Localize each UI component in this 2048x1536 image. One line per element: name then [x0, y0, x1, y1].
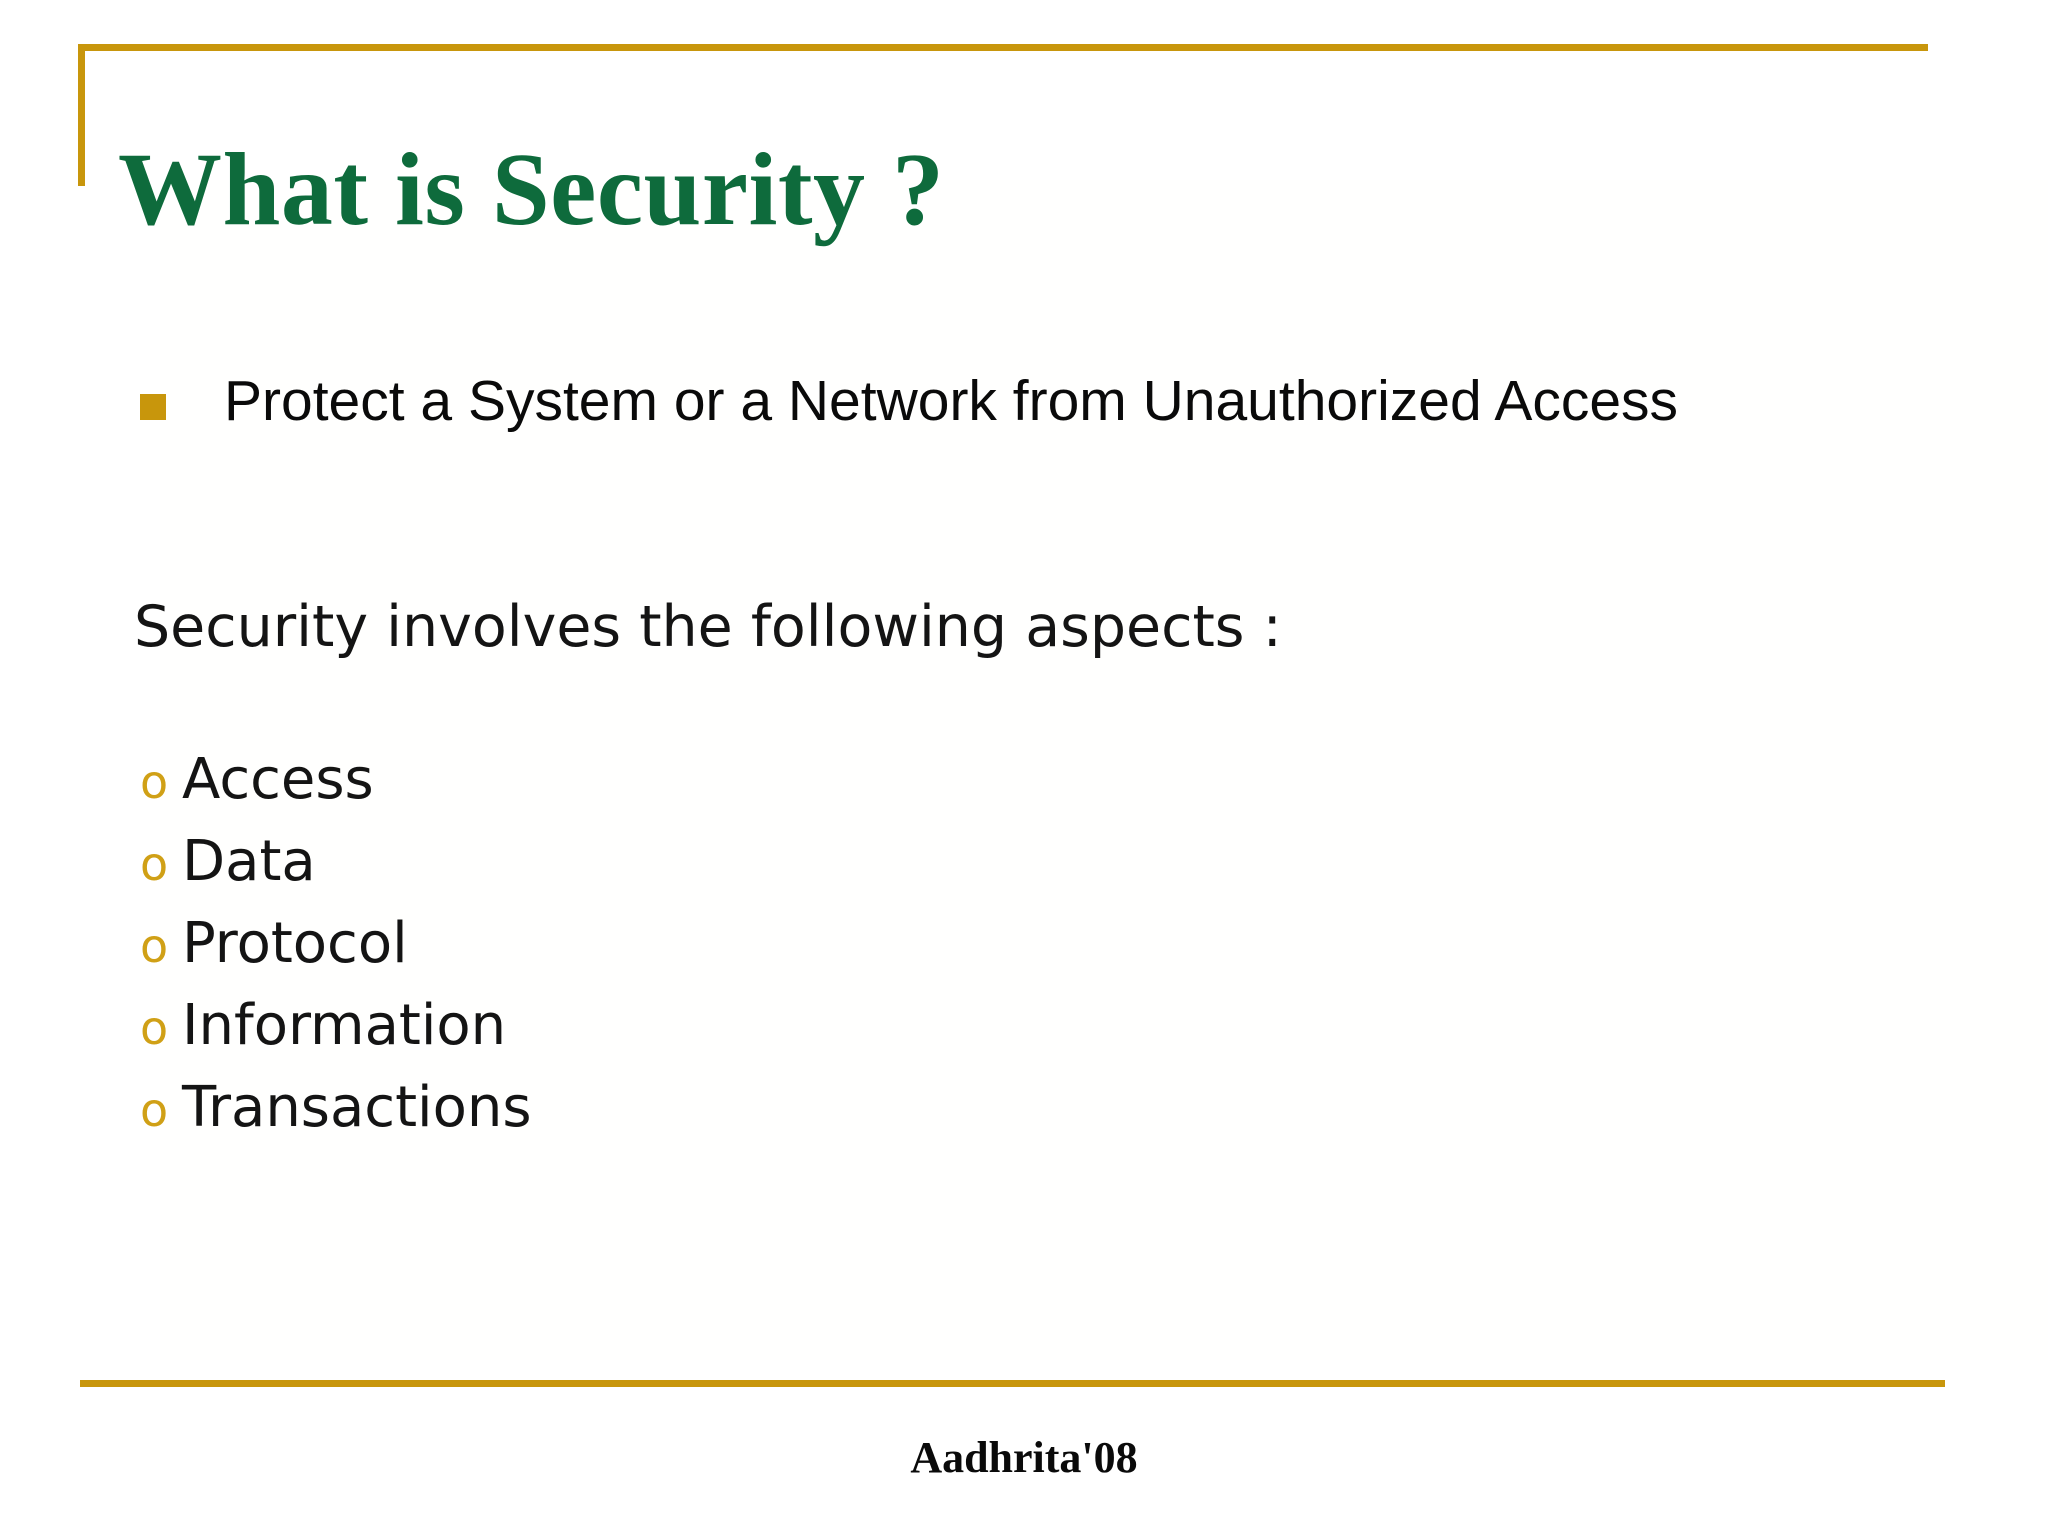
list-item-label: Access: [182, 747, 374, 812]
list-item-label: Information: [182, 993, 507, 1058]
circle-o-bullet-icon: o: [140, 837, 169, 891]
left-gold-rule: [78, 44, 85, 186]
bottom-gold-rule: [80, 1380, 1945, 1387]
lead-bullet-row: Protect a System or a Network from Unaut…: [140, 369, 1679, 433]
list-item-label: Data: [182, 829, 316, 894]
list-item: o Information: [140, 998, 532, 1080]
intro-line: Security involves the following aspects …: [134, 594, 1282, 660]
circle-o-bullet-icon: o: [140, 919, 169, 973]
list-item: o Protocol: [140, 916, 532, 998]
list-item: o Access: [140, 752, 532, 834]
circle-o-bullet-icon: o: [140, 1083, 169, 1137]
circle-o-bullet-icon: o: [140, 755, 169, 809]
list-item: o Data: [140, 834, 532, 916]
list-item-label: Transactions: [182, 1075, 532, 1140]
slide-title: What is Security ?: [118, 131, 945, 247]
circle-o-bullet-icon: o: [140, 1001, 169, 1055]
square-bullet-icon: [140, 394, 166, 420]
lead-bullet-text: Protect a System or a Network from Unaut…: [224, 369, 1679, 433]
list-item-label: Protocol: [182, 911, 408, 976]
top-gold-rule: [78, 44, 1928, 51]
list-item: o Transactions: [140, 1080, 532, 1162]
aspects-list: o Access o Data o Protocol o Information…: [140, 752, 532, 1162]
slide-footer: Aadhrita'08: [910, 1433, 1138, 1482]
